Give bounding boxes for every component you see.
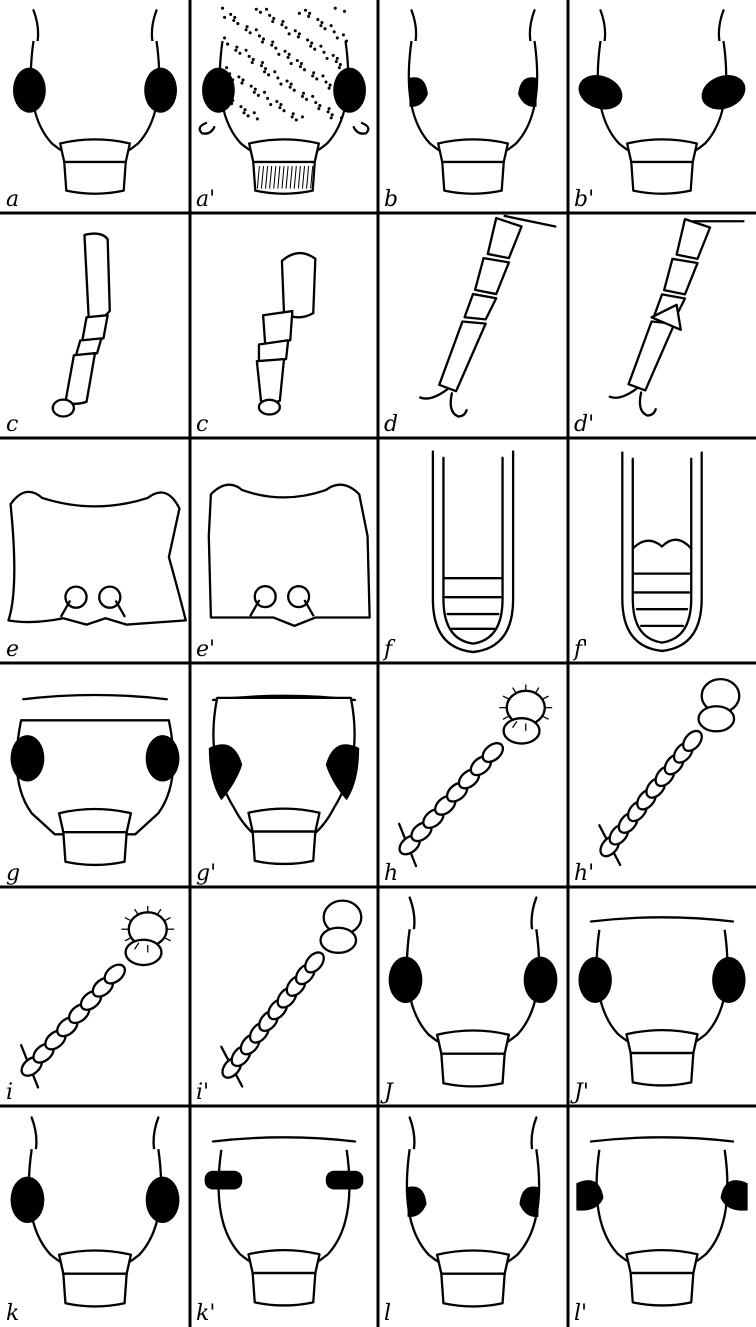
panel-label: i (6, 1082, 13, 1104)
head-dorsal-round-eyes-drawing (378, 887, 568, 1098)
figure-panel-4-3: J' (568, 887, 756, 1106)
panel-label: J (384, 1082, 393, 1104)
panel-label: k' (196, 1303, 215, 1325)
abdomen-apex-drawing (378, 438, 568, 655)
head-dorsal-oblong-eyes-drawing (568, 0, 756, 205)
antennal-segments-straight-drawing (0, 213, 190, 430)
figure-panel-1-0: c (0, 213, 190, 438)
panel-label: b (384, 189, 398, 211)
panel-label: c (196, 414, 208, 436)
antenna-clubbed-drawing (190, 887, 378, 1098)
compound-eye-icon (389, 957, 423, 1003)
figure-panel-4-2: J (378, 887, 568, 1106)
head-dorsal-oval-kidney-eyes-drawing (190, 663, 378, 879)
panel-label: e' (196, 639, 215, 661)
figure-panel-2-0: e (0, 438, 190, 663)
pronotum-with-coxae-variant-drawing (190, 438, 378, 655)
head-dorsal-with-neck-drawing (568, 887, 756, 1098)
head-dorsal-round-eyes-drawing (0, 0, 190, 205)
figure-panel-2-1: e' (190, 438, 378, 663)
figure-panel-4-1: i' (190, 887, 378, 1106)
head-dorsal-oval-drawing (0, 663, 190, 879)
head-dorsal-small-eyes-drawing (378, 0, 568, 205)
figure-panel-1-1: c (190, 213, 378, 438)
panel-label: l (384, 1303, 391, 1325)
panel-label: f' (574, 639, 588, 661)
figure-panel-0-3: b' (568, 0, 756, 213)
compound-eye-icon (11, 1177, 45, 1223)
panel-label: g' (196, 863, 216, 885)
figure-panel-5-3: l' (568, 1106, 756, 1327)
figure-panel-5-1: k' (190, 1106, 378, 1327)
head-dorsal-punctate-drawing (190, 0, 378, 205)
antennal-segments-bent-drawing (190, 213, 378, 430)
compound-eye-icon (13, 68, 46, 113)
figure-panel-0-0: a (0, 0, 190, 213)
antenna-clubbed-drawing (568, 663, 756, 879)
figure-panel-1-2: d (378, 213, 568, 438)
figure-panel-3-1: g' (190, 663, 378, 887)
compound-eye-icon (578, 957, 611, 1003)
figure-panel-1-3: d' (568, 213, 756, 438)
panel-label: c (6, 414, 18, 436)
panel-label: g (6, 863, 20, 885)
figure-panel-4-0: i (0, 887, 190, 1106)
figure-panel-5-2: l (378, 1106, 568, 1327)
figure-panel-2-2: f (378, 438, 568, 663)
figure-panel-0-1: a' (190, 0, 378, 213)
panel-label: l' (574, 1303, 587, 1325)
figure-panel-3-0: g (0, 663, 190, 887)
figure-panel-5-0: k (0, 1106, 190, 1327)
tarsus-with-claws-drawing (378, 213, 568, 430)
head-dorsal-small-eyes-drawing (378, 1106, 568, 1319)
panel-label: b' (574, 189, 594, 211)
panel-label: d' (574, 414, 594, 436)
abdomen-apex-variant-drawing (568, 438, 756, 655)
panel-label: e (6, 639, 19, 661)
antenna-clubbed-setose-drawing (0, 887, 190, 1098)
panel-label: i' (196, 1082, 209, 1104)
panel-label: J' (574, 1082, 589, 1104)
panel-label: a' (196, 189, 215, 211)
antenna-clubbed-setose-drawing (378, 663, 568, 879)
pronotum-with-coxae-drawing (0, 438, 190, 655)
head-dorsal-bar-eyes-drawing (190, 1106, 378, 1319)
panel-label: a (6, 189, 19, 211)
panel-label: d (384, 414, 398, 436)
panel-label: f (384, 639, 392, 661)
tarsus-with-claws-variant-drawing (568, 213, 756, 430)
head-dorsal-round-eyes-drawing (0, 1106, 190, 1319)
panel-label: h' (574, 863, 594, 885)
compound-eye-icon (11, 735, 45, 781)
head-dorsal-lateral-eyes-drawing (568, 1106, 756, 1319)
figure-panel-0-2: b (378, 0, 568, 213)
panel-label: k (6, 1303, 19, 1325)
panel-label: h (384, 863, 398, 885)
figure-panel-2-3: f' (568, 438, 756, 663)
figure-panel-3-3: h' (568, 663, 756, 887)
figure-panel-3-2: h (378, 663, 568, 887)
